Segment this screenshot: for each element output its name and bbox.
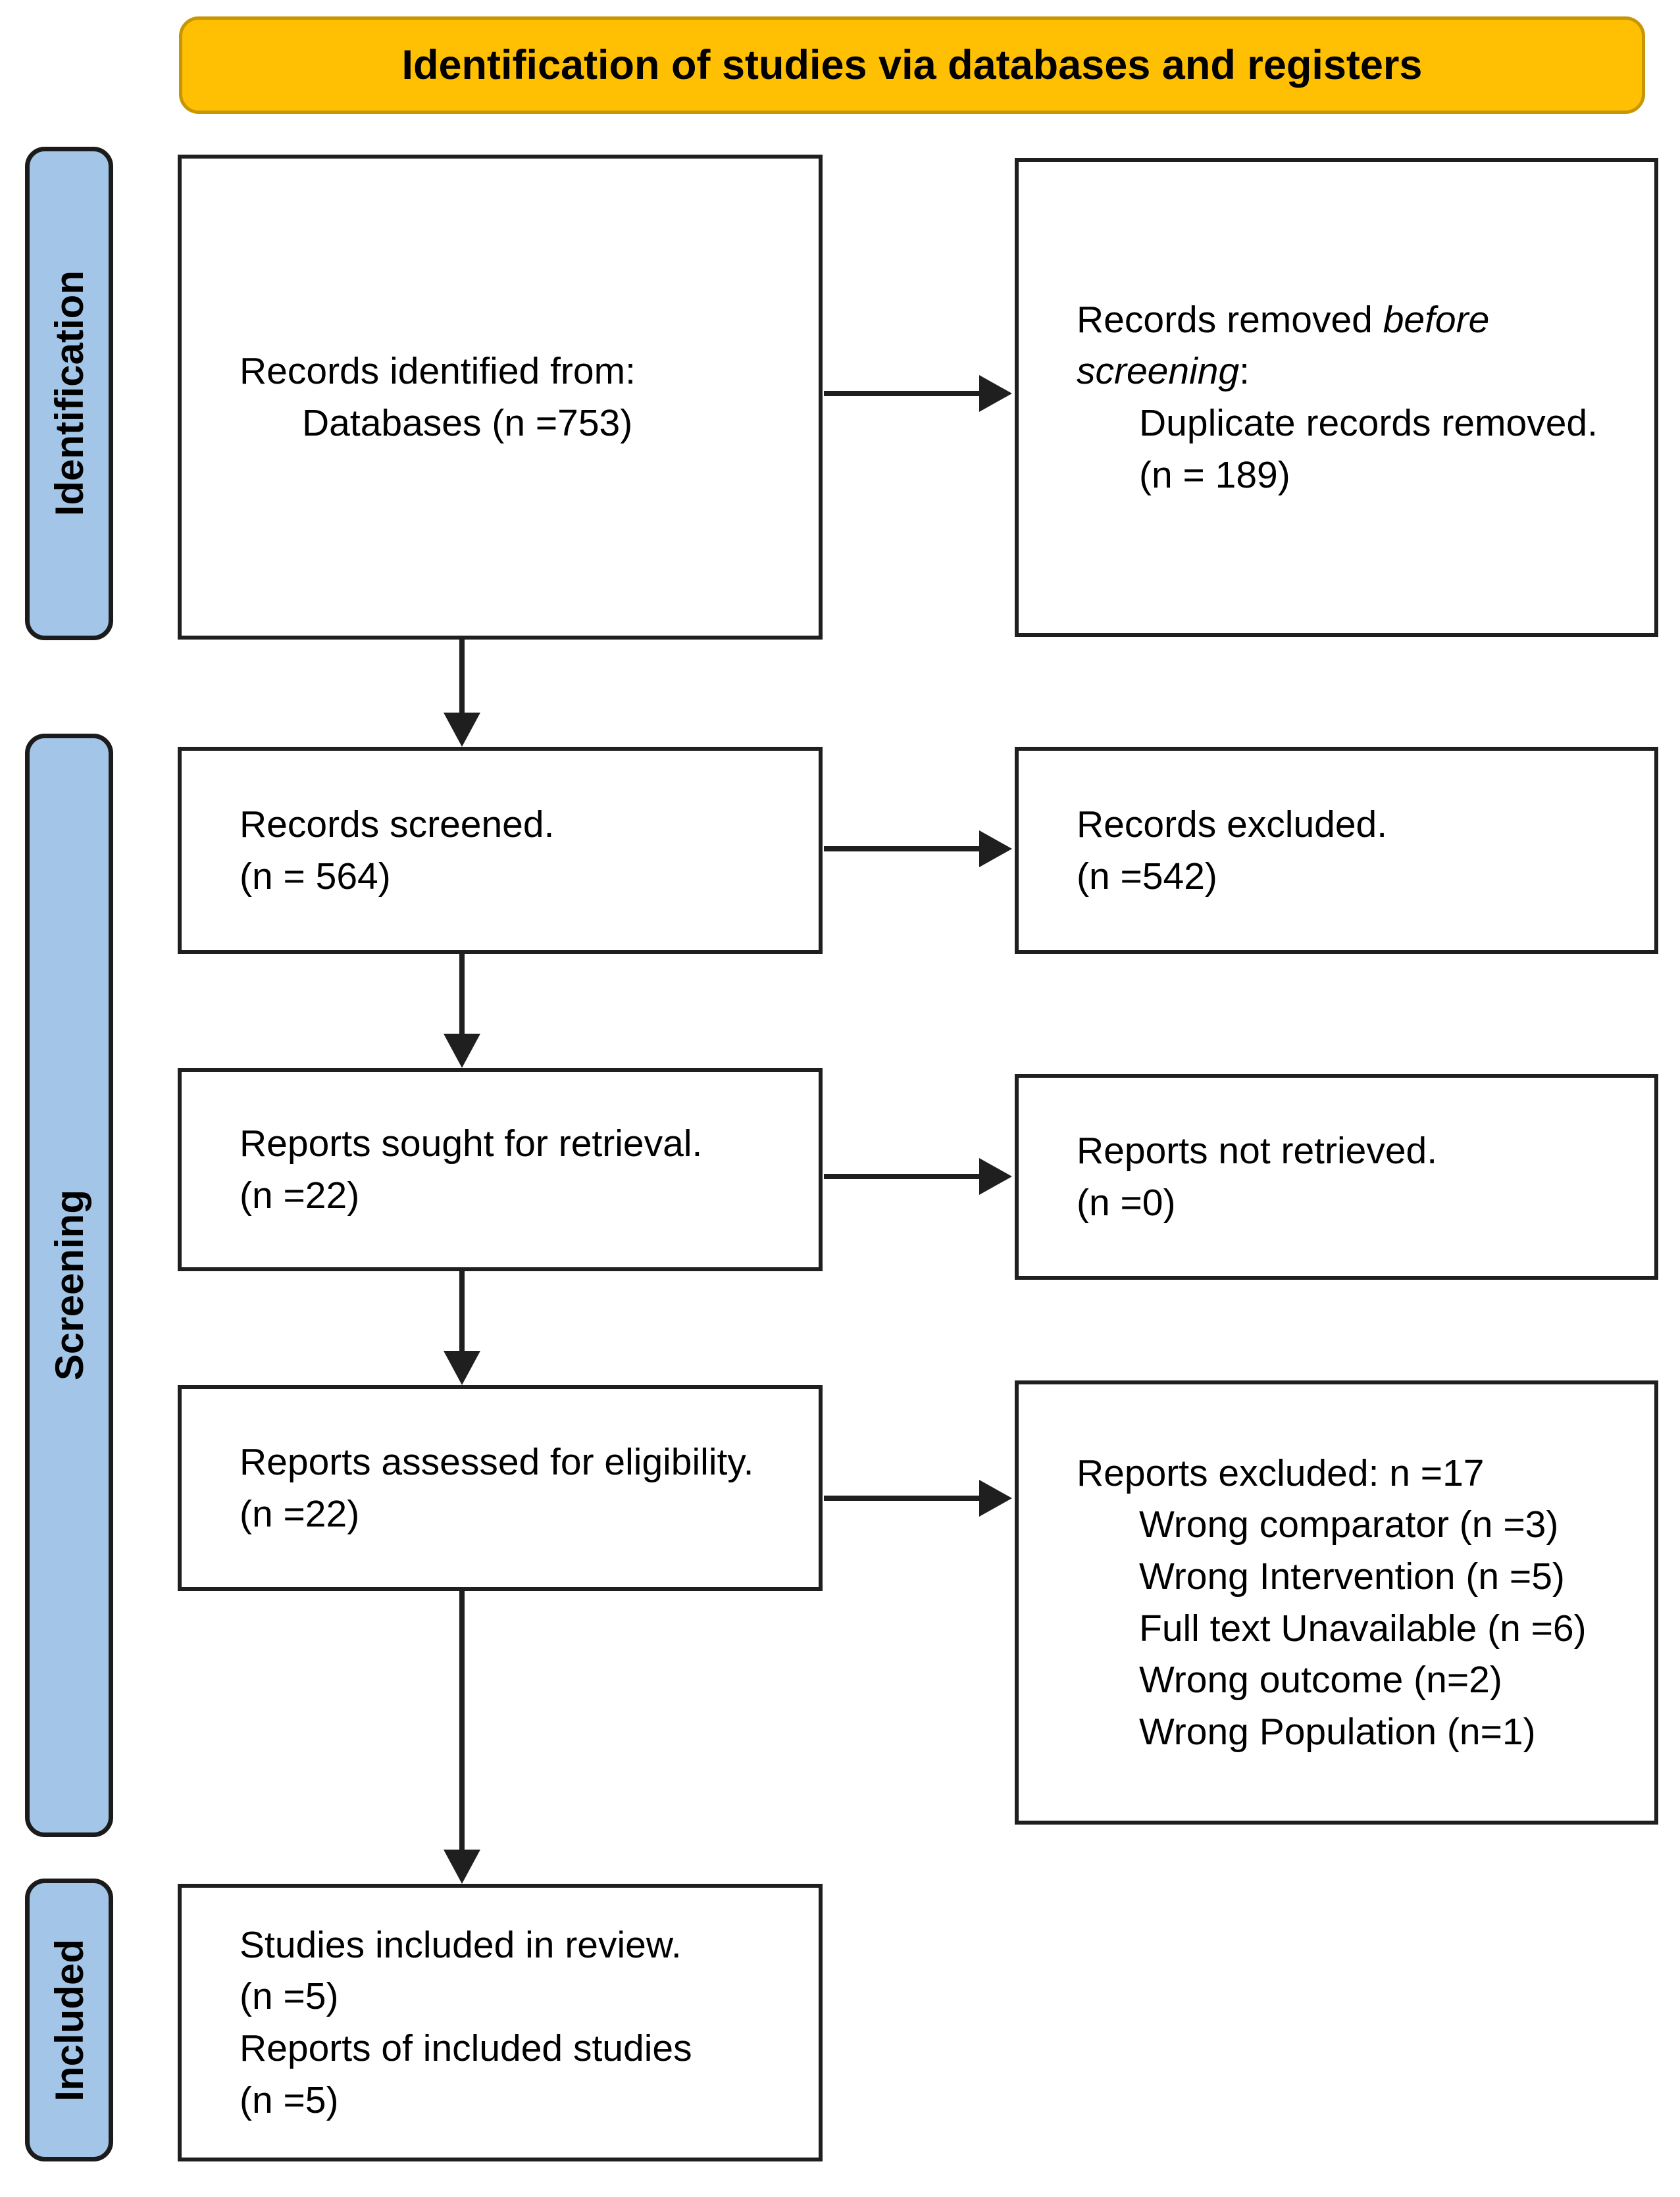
stage-label-included: Included (25, 1879, 113, 2161)
records-removed-line1: Records removed before (1077, 298, 1490, 341)
reports-excluded-reason1: Wrong comparator (n =3) (1139, 1503, 1559, 1546)
arrow-assessed-to-included-head (444, 1850, 480, 1884)
box-records-identified: Records identified from: Databases (n =7… (178, 155, 823, 640)
reports-assessed-line2: (n =22) (240, 1492, 360, 1535)
reports-sought-line1: Reports sought for retrieval. (240, 1122, 703, 1165)
box-studies-included: Studies included in review. (n =5) Repor… (178, 1884, 823, 2161)
arrow-assessed-to-included-line (459, 1591, 465, 1851)
records-identified-line2: Databases (n =753) (302, 401, 633, 444)
records-removed-line4: (n = 189) (1139, 453, 1290, 496)
arrow-screened-to-excluded-line (824, 846, 982, 851)
reports-excluded-reason4: Wrong outcome (n=2) (1139, 1659, 1502, 1702)
box-reports-not-retrieved: Reports not retrieved. (n =0) (1015, 1074, 1658, 1280)
banner-identification-via-databases: Identification of studies via databases … (179, 16, 1645, 114)
box-reports-excluded: Reports excluded: n =17 Wrong comparator… (1015, 1380, 1658, 1825)
arrow-sought-to-not-retrieved-line (824, 1174, 982, 1179)
arrow-identified-to-screened-line (459, 640, 465, 715)
box-records-screened: Records screened. (n = 564) (178, 747, 823, 954)
stage-label-screening-text: Screening (47, 1190, 91, 1381)
studies-included-line3: Reports of included studies (240, 2027, 692, 2069)
records-screened-line1: Records screened. (240, 803, 555, 846)
reports-sought-line2: (n =22) (240, 1174, 360, 1217)
box-records-removed-before-screening: Records removed before screening: Duplic… (1015, 158, 1658, 637)
studies-included-line1: Studies included in review. (240, 1923, 682, 1966)
stage-label-included-text: Included (47, 1938, 91, 2102)
records-excluded-line1: Records excluded. (1077, 803, 1388, 846)
records-screened-line2: (n = 564) (240, 855, 391, 897)
arrow-identified-to-removed-line (824, 391, 982, 396)
stage-label-identification: Identification (25, 147, 113, 640)
arrow-assessed-to-excluded-line (824, 1496, 982, 1501)
arrow-sought-to-not-retrieved-head (979, 1158, 1012, 1195)
records-excluded-line2: (n =542) (1077, 855, 1217, 897)
box-reports-assessed: Reports assessed for eligibility. (n =22… (178, 1385, 823, 1591)
arrow-screened-to-excluded-head (979, 830, 1012, 867)
arrow-screened-to-sought-head (444, 1034, 480, 1068)
reports-assessed-line1: Reports assessed for eligibility. (240, 1440, 754, 1483)
reports-excluded-header: Reports excluded: n =17 (1077, 1452, 1485, 1494)
banner-title: Identification of studies via databases … (401, 42, 1423, 88)
arrow-assessed-to-excluded-head (979, 1480, 1012, 1517)
reports-excluded-reason2: Wrong Intervention (n =5) (1139, 1555, 1565, 1598)
studies-included-line2: (n =5) (240, 1975, 339, 2018)
arrow-sought-to-assessed-line (459, 1271, 465, 1353)
reports-not-retrieved-line2: (n =0) (1077, 1181, 1176, 1224)
stage-label-screening: Screening (25, 734, 113, 1837)
reports-not-retrieved-line1: Reports not retrieved. (1077, 1129, 1438, 1172)
reports-excluded-reason3: Full text Unavailable (n =6) (1139, 1607, 1587, 1650)
box-reports-sought: Reports sought for retrieval. (n =22) (178, 1068, 823, 1271)
arrow-sought-to-assessed-head (444, 1351, 480, 1385)
records-removed-line2: screening: (1077, 350, 1250, 393)
arrow-identified-to-removed-head (979, 375, 1012, 412)
arrow-identified-to-screened-head (444, 713, 480, 747)
studies-included-line4: (n =5) (240, 2079, 339, 2121)
box-records-excluded: Records excluded. (n =542) (1015, 747, 1658, 954)
stage-label-identification-text: Identification (47, 270, 91, 517)
records-removed-line3: Duplicate records removed. (1139, 402, 1598, 444)
arrow-screened-to-sought-line (459, 954, 465, 1036)
records-identified-line1: Records identified from: (240, 349, 636, 392)
reports-excluded-reason5: Wrong Population (n=1) (1139, 1710, 1536, 1753)
